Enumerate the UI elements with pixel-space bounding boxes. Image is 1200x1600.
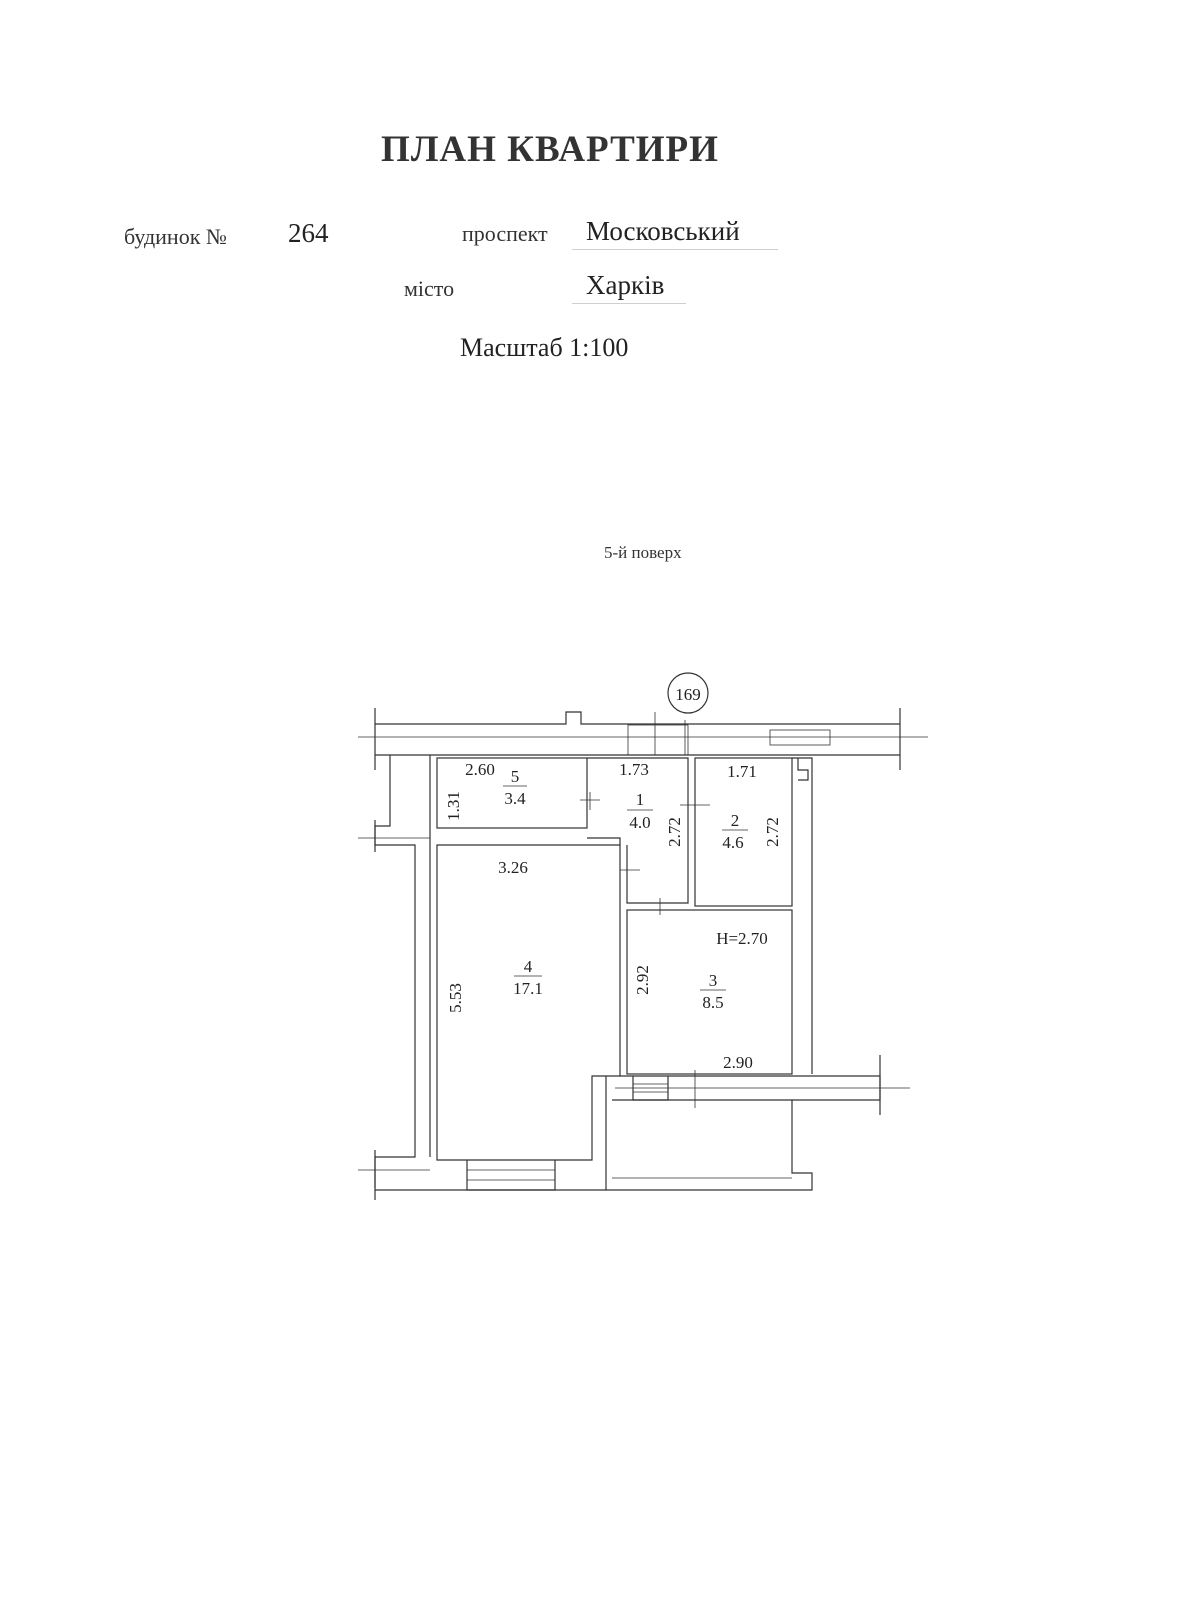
dim-room3-depth: 2.92 [633,965,652,995]
floor-label: 5-й поверх [604,543,682,562]
room-4-number: 4 [524,957,533,976]
room-3 [626,909,793,1075]
wall-top-outer [375,711,900,725]
building-number: 169 [675,685,701,704]
scale-label: Масштаб 1:100 [460,333,629,362]
house-number: 264 [288,218,329,248]
room-2 [694,757,793,907]
dim-room5-width: 2.60 [465,760,495,779]
city-name: Харків [572,270,686,304]
room-1-area: 4.0 [629,813,650,832]
room-5 [436,757,588,829]
dim-room4-width: 3.26 [498,858,528,877]
dim-room5-depth: 1.31 [444,791,463,821]
city-label: місто [404,276,455,301]
building-number-circle [667,672,709,714]
house-label: будинок № [124,224,227,249]
dim-room1-depth: 2.72 [665,817,684,847]
room-1-number: 1 [636,790,645,809]
room-5-number: 5 [511,767,520,786]
dim-room4-depth: 5.53 [446,983,465,1013]
dim-room3-width: 2.90 [723,1053,753,1072]
dim-room2-width: 1.71 [727,762,757,781]
room-3-area: 8.5 [702,993,723,1012]
dim-room2-depth: 2.72 [763,817,782,847]
street-name: Московський [572,216,778,250]
ceiling-height: H=2.70 [716,929,768,948]
room-3-number: 3 [709,971,718,990]
dim-room1-width: 1.73 [619,760,649,779]
room-2-number: 2 [731,811,740,830]
room-1 [587,757,689,904]
wall-left [374,755,416,1188]
wall-right [792,757,813,1074]
room-5-area: 3.4 [504,789,526,808]
street-label: проспект [462,221,548,246]
room-4-area: 17.1 [513,979,543,998]
page-title: ПЛАН КВАРТИРИ [381,129,719,170]
room-2-area: 4.6 [722,833,743,852]
